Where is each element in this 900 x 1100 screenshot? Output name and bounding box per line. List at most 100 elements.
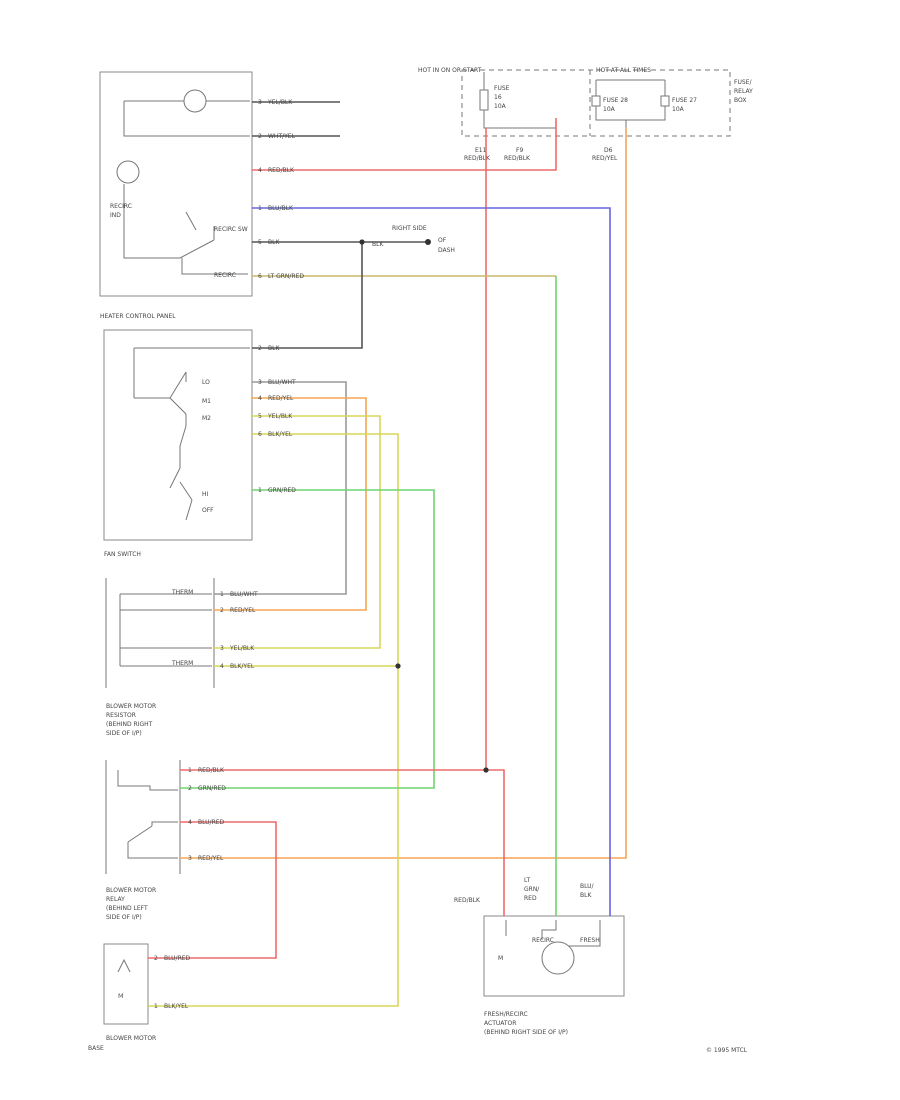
actuator-inner-2: FRESH (580, 937, 600, 944)
fuse-28-27-bus (595, 79, 666, 128)
heater-pin-2: 4 (258, 167, 262, 174)
fan-wire-color-2: RED/YEL (268, 395, 294, 402)
fan-wire-color-5: GRN/RED (268, 487, 296, 494)
fuse-box-outline (461, 69, 731, 137)
actuator-name-3: (BEHIND RIGHT SIDE OF I/P) (484, 1029, 568, 1036)
heater-pin-0: 3 (258, 99, 262, 106)
fan-pin-4: 6 (258, 431, 262, 438)
relay-wire-color-3: RED/YEL (198, 855, 224, 862)
fan-switch-contacts (133, 347, 250, 521)
heater-pin-5: 6 (258, 273, 262, 280)
fan-wire-color-1: BLU/WHT (268, 379, 296, 386)
wire-panel-lamp (252, 101, 340, 137)
heater-wire-color-5: LT GRN/RED (268, 273, 304, 280)
terminal-e11-id: E11 (475, 147, 487, 154)
relay-pin-2: 4 (188, 819, 192, 826)
fan-pos-m2: M2 (202, 415, 211, 422)
motor-terminal-mark (117, 958, 131, 973)
resistor-pin-0: 1 (220, 591, 224, 598)
actuator-motor-icon (541, 941, 575, 975)
actuator-right-1: BLU/ (580, 883, 595, 890)
relay-wire-color-2: BLU/RED (198, 819, 225, 826)
relay-internal (117, 770, 178, 859)
resistor-name-2: RESISTOR (106, 712, 136, 719)
actuator-mid-1: LT (524, 877, 531, 884)
heater-panel-outline (99, 71, 253, 297)
fan-wire-color-4: BLK/YEL (268, 431, 293, 438)
resistor-pin-2: 3 (220, 645, 224, 652)
hot-in-on-label: HOT IN ON OR START (418, 67, 482, 74)
relay-pin-3: 3 (188, 855, 192, 862)
heater-wire-color-1: WHT/YEL (268, 133, 296, 140)
thermal-label-1: THERM (171, 589, 193, 596)
resistor-wire-color-0: BLU/WHT (230, 591, 258, 598)
terminal-e11-color: RED/BLK (464, 155, 491, 162)
fuse-16-icon (479, 89, 489, 111)
wire-f9-red-blk (252, 118, 557, 171)
resistor-pin-3: 4 (220, 663, 224, 670)
fan-pin-5: 1 (258, 487, 262, 494)
wire-blu-wht (214, 381, 347, 595)
actuator-inner-1: RECIRC (532, 937, 554, 944)
relay-pin-0: 1 (188, 767, 192, 774)
splice-dots (359, 239, 489, 773)
resistor-name-3: (BEHIND RIGHT (106, 721, 153, 728)
blower-resistor: THERM THERM BLOWER MOTOR RESISTOR (BEHIN… (105, 578, 215, 737)
wire-d6-red-yel (180, 128, 627, 859)
heater-pin-4: 5 (258, 239, 262, 246)
relay-name-4: SIDE OF I/P) (106, 914, 142, 921)
resistor-wire-color-1: RED/YEL (230, 607, 256, 614)
panel-lamp-circuit (123, 100, 250, 137)
fan-pos-m1: M1 (202, 398, 211, 405)
fan-pos-off: OFF (202, 507, 214, 514)
fan-switch: LO M1 M2 HI OFF FAN SWITCH (103, 329, 253, 558)
motor-symbol: M (118, 992, 124, 1000)
splice-blk-yel (395, 663, 401, 669)
terminal-f9-id: F9 (516, 147, 523, 154)
wire-blu-blk (252, 207, 611, 916)
fuse-27-l1: FUSE 27 (672, 97, 697, 104)
recirc-text-label: RECIRC (214, 272, 236, 279)
actuator-mid-2: GRN/ (524, 886, 540, 893)
fresh-recirc-actuator: M RECIRC FRESH RED/BLK LT GRN/ RED BLU/ … (454, 877, 625, 1036)
fan-wire-color-0: BLK (268, 345, 280, 352)
resistor-network (119, 593, 212, 667)
fan-wire-color-3: YEL/BLK (267, 413, 293, 420)
resistor-name-4: SIDE OF I/P) (106, 730, 142, 737)
ground-note-2: OF (438, 237, 447, 244)
thermal-label-2: THERM (171, 660, 193, 667)
heater-wire-color-0: YEL/BLK (267, 99, 293, 106)
wire-red-yel-fan (214, 397, 367, 611)
actuator-right-2: BLK (580, 892, 592, 899)
ground-note-1: RIGHT SIDE (392, 225, 427, 232)
motor-outline (103, 943, 149, 1025)
motor-wire-color-0: BLU/RED (164, 955, 191, 962)
motor-name-2: BASE (88, 1045, 104, 1052)
motor-wire-color-1: BLK/YEL (164, 1003, 189, 1010)
relay-pin-1: 2 (188, 785, 192, 792)
resistor-pin-1: 2 (220, 607, 224, 614)
wire-blk-ground (252, 241, 428, 349)
fan-pin-2: 4 (258, 395, 262, 402)
relay-wire-color-1: GRN/RED (198, 785, 226, 792)
copyright-text: © 1995 MTCL (706, 1047, 748, 1054)
motor-name-1: BLOWER MOTOR (106, 1035, 156, 1042)
relay-name-1: BLOWER MOTOR (106, 887, 156, 894)
fuse-box-title-2: RELAY (734, 88, 753, 95)
splice-red-blk (483, 767, 489, 773)
resistor-name-1: BLOWER MOTOR (106, 703, 156, 710)
fan-pin-0: 2 (258, 345, 262, 352)
fan-switch-outline (103, 329, 253, 541)
fuse-16-l2: 16 (494, 94, 502, 101)
wire-blk-yel (148, 433, 399, 1007)
wire-yel-blk (214, 415, 381, 649)
relay-wire-color-0: RED/BLK (198, 767, 225, 774)
ground-point-icon (425, 239, 431, 245)
panel-lamp-icon (183, 89, 207, 113)
motor-pin-0: 2 (154, 955, 158, 962)
wire-grn-red (180, 489, 435, 789)
heater-pin-1: 2 (258, 133, 262, 140)
resistor-wire-color-3: BLK/YEL (230, 663, 255, 670)
heater-control-panel: RECIRC IND RECIRC SW RECIRC HEATER CONTR… (99, 71, 455, 320)
terminal-f9-color: RED/BLK (504, 155, 531, 162)
